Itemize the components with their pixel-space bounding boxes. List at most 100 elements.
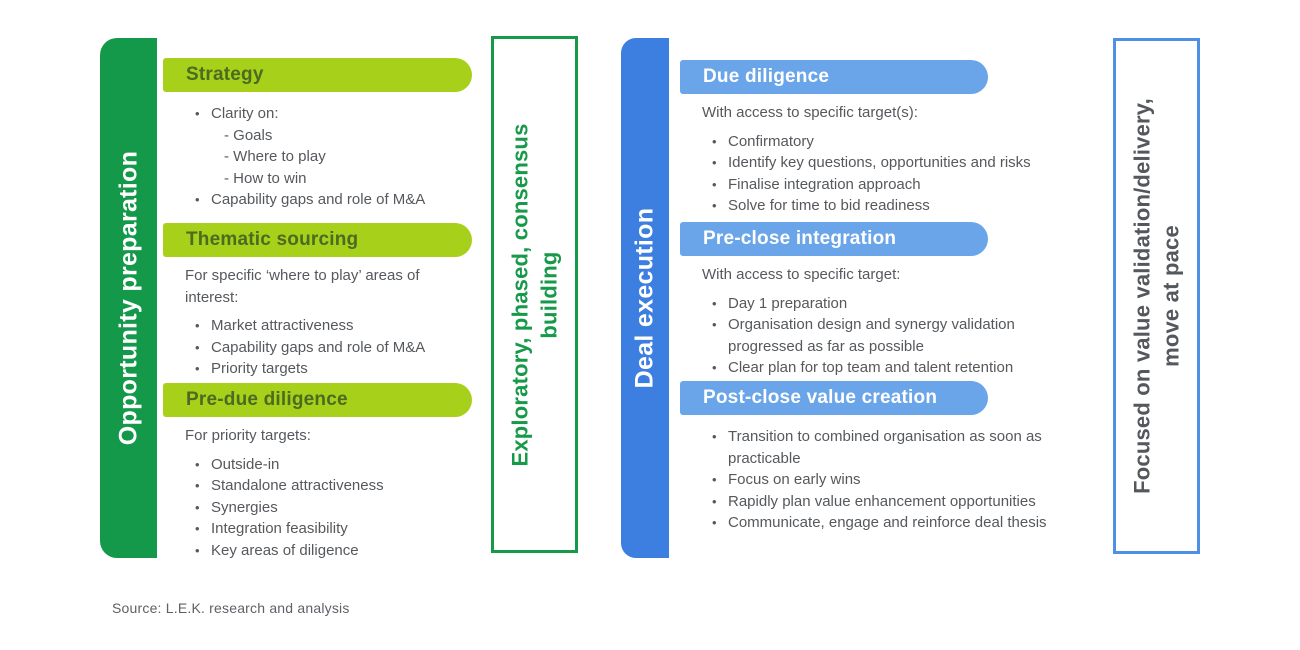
opportunity-preparation-label: Opportunity preparation bbox=[114, 150, 142, 446]
bullet-icon: • bbox=[195, 339, 200, 355]
list-item: • Clear plan for top team and talent rete… bbox=[702, 357, 1087, 379]
section-intro: With access to specific target(s): bbox=[702, 104, 918, 121]
list-item-text: Communicate, engage and reinforce deal t… bbox=[728, 514, 1047, 531]
list-item: • Confirmatory bbox=[702, 131, 1087, 153]
bullet-list: • Transition to combined organisation as … bbox=[702, 426, 1087, 534]
section-body: For priority targets: • Outside-in • Standal… bbox=[185, 425, 473, 561]
section-title: Pre-due diligence bbox=[163, 383, 472, 417]
bullet-icon: • bbox=[195, 521, 200, 536]
list-item-text: Clear plan for top team and talent reten… bbox=[728, 359, 1014, 376]
sub-item-text: - How to win bbox=[224, 169, 307, 187]
section-title: Post-close value creation bbox=[680, 381, 988, 415]
list-item-text: Clarity on: bbox=[211, 105, 279, 122]
list-item: • Solve for time to bid readiness bbox=[702, 195, 1087, 217]
list-item-text: Standalone attractiveness bbox=[211, 477, 384, 494]
list-item-text: Rapidly plan value enhancement opportuni… bbox=[728, 492, 1036, 510]
bullet-icon: • bbox=[195, 361, 200, 376]
list-item: • Transition to combined organisation as … bbox=[702, 426, 1087, 469]
list-item: • Priority targets bbox=[185, 358, 473, 380]
list-item: • Organisation design and synergy validat… bbox=[702, 314, 1087, 357]
bullet-icon: • bbox=[712, 515, 717, 530]
list-item-text: Key areas of diligence bbox=[211, 541, 359, 559]
exploratory-note-box: Exploratory, phased, consensus building bbox=[491, 36, 578, 553]
list-item-text: Outside-in bbox=[211, 455, 280, 473]
list-item-text: Synergies bbox=[211, 498, 278, 516]
list-item-text: Day 1 preparation bbox=[728, 294, 848, 312]
section-body: • Clarity on: - Goals - Where to play - How … bbox=[185, 103, 473, 211]
section-intro: For priority targets: bbox=[185, 427, 311, 444]
bullet-icon: • bbox=[195, 542, 200, 558]
sub-item-text: - Where to play bbox=[224, 148, 326, 165]
list-item: • Identify key questions, opportunities a… bbox=[702, 152, 1087, 174]
section-post-close-value-creation: Post-close value creation • Transition to … bbox=[680, 381, 1090, 534]
list-item: • Synergies bbox=[185, 497, 473, 519]
sub-item-text: - Goals bbox=[224, 126, 273, 144]
deal-execution-label: Deal execution bbox=[630, 207, 659, 389]
list-item: • Clarity on: bbox=[185, 103, 473, 125]
list-item-text: Organisation design and synergy validati… bbox=[728, 316, 1015, 355]
section-strategy: Strategy•Clarity on:- Goals- Where to pl… bbox=[163, 58, 473, 211]
list-item: • Market attractiveness bbox=[185, 315, 473, 337]
bullet-icon: • bbox=[195, 318, 200, 333]
section-title: Thematic sourcing bbox=[163, 223, 472, 257]
section-body: For specific ‘where to play’ areas of in… bbox=[185, 265, 473, 380]
list-item: • Capability gaps and role of M&A bbox=[185, 337, 473, 359]
section-title: Due diligence bbox=[680, 60, 988, 94]
bullet-icon: • bbox=[712, 360, 717, 375]
opportunity-preparation-bar: Opportunity preparation bbox=[100, 38, 157, 558]
section-body: With access to specific target: • Day 1 pr… bbox=[702, 264, 1087, 379]
list-item-text: Capability gaps and role of M&A bbox=[211, 338, 426, 356]
list-item-text: Confirmatory bbox=[728, 132, 814, 150]
list-item-text: Solve for time to bid readiness bbox=[728, 197, 930, 214]
bullet-icon: • bbox=[195, 456, 200, 472]
bullet-list: • Clarity on: - Goals - Where to play - How … bbox=[185, 103, 473, 211]
list-item: • Day 1 preparation bbox=[702, 293, 1087, 315]
bullet-list: • Outside-in • Standalone attractiveness • Sy… bbox=[185, 454, 473, 562]
list-item: •Capability gaps and role of M&A bbox=[185, 189, 473, 211]
bullet-icon: • bbox=[712, 317, 717, 332]
exploratory-note-text: Exploratory, phased, consensus building bbox=[506, 122, 561, 467]
list-item-text: Focus on early wins bbox=[728, 471, 861, 488]
list-item-text: Integration feasibility bbox=[211, 520, 348, 537]
bullet-icon: • bbox=[712, 198, 717, 213]
list-item-text: Finalise integration approach bbox=[728, 175, 921, 193]
section-intro: With access to specific target: bbox=[702, 266, 901, 283]
bullet-icon: • bbox=[195, 499, 200, 515]
list-item: • Finalise integration approach bbox=[702, 174, 1087, 196]
list-item-text: Priority targets bbox=[211, 360, 308, 377]
bullet-icon: • bbox=[712, 155, 717, 170]
bullet-list: • Market attractiveness • Capability gaps a… bbox=[185, 315, 473, 380]
list-item-text: Transition to combined organisation as s… bbox=[728, 428, 1042, 467]
section-body: With access to specific target(s): • Confi… bbox=[702, 102, 1087, 217]
list-item: • Outside-in bbox=[185, 454, 473, 476]
bullet-icon: • bbox=[195, 106, 200, 121]
bullet-icon: • bbox=[712, 295, 717, 311]
bullet-icon: • bbox=[712, 429, 717, 444]
list-item-text: Capability gaps and role of M&A bbox=[211, 191, 426, 208]
section-title: Pre-close integration bbox=[680, 222, 988, 256]
bullet-icon: • bbox=[712, 472, 717, 487]
bullet-icon: • bbox=[195, 478, 200, 493]
list-item: • Rapidly plan value enhancement opportun… bbox=[702, 491, 1087, 513]
list-item: • Focus on early wins bbox=[702, 469, 1087, 491]
list-item: • Integration feasibility bbox=[185, 518, 473, 540]
bullet-list: • Day 1 preparation • Organisation design a… bbox=[702, 293, 1087, 379]
list-item: • Key areas of diligence bbox=[185, 540, 473, 562]
list-item: • Communicate, engage and reinforce deal … bbox=[702, 512, 1087, 534]
focused-note-text: Focused on value validation/delivery, mo… bbox=[1128, 98, 1183, 494]
bullet-icon: • bbox=[712, 176, 717, 192]
bullet-icon: • bbox=[712, 493, 717, 509]
section-body: • Transition to combined organisation as … bbox=[702, 426, 1087, 534]
list-item: • Standalone attractiveness bbox=[185, 475, 473, 497]
list-item-text: Identify key questions, opportunities an… bbox=[728, 154, 1031, 171]
bullet-list: • Confirmatory • Identify key questions, op… bbox=[702, 131, 1087, 217]
bullet-icon: • bbox=[712, 133, 717, 149]
focused-note-box: Focused on value validation/delivery, mo… bbox=[1113, 38, 1200, 554]
list-item-text: Market attractiveness bbox=[211, 317, 354, 334]
section-intro: For specific ‘where to play’ areas of in… bbox=[185, 267, 420, 306]
